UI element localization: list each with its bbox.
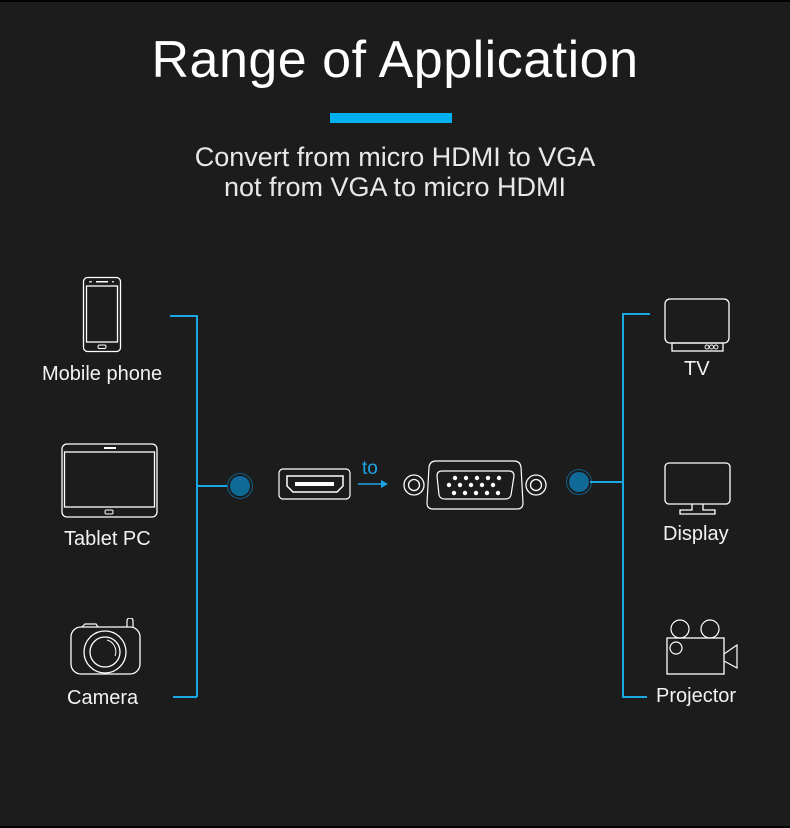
right-connector [590,481,623,483]
camera-icon [70,618,141,675]
to-label: to [362,458,378,479]
vga-port-icon [403,460,547,510]
left-connector-dot [230,476,250,496]
source-label-tablet-pc: Tablet PC [64,528,151,550]
source-label-camera: Camera [67,687,139,709]
mobile-phone-icon [82,276,122,353]
hdmi-port-icon [278,468,351,500]
right-bracket-bottom [622,696,647,698]
right-bracket-top [622,313,650,315]
target-label-display: Display [663,523,729,545]
title-underline-accent [330,113,452,123]
left-bracket-top [170,315,197,317]
subtitle-line-2: not from VGA to micro HDMI [223,172,567,202]
right-bracket-vertical [622,313,624,698]
subtitle-line-1: Convert from micro HDMI to VGA [194,142,596,172]
target-label-projector: Projector [656,685,737,707]
projector-icon [666,619,738,675]
tablet-icon [61,443,158,518]
arrow-right-icon [358,480,388,488]
monitor-icon [664,462,731,515]
left-connector [197,485,230,487]
target-label-tv: TV [684,358,710,380]
left-bracket-vertical [196,315,198,697]
tv-icon [664,298,730,352]
source-label-mobile-phone: Mobile phone [42,363,163,385]
right-connector-dot [569,472,589,492]
page-title: Range of Application [151,31,639,89]
left-bracket-bottom [173,696,197,698]
